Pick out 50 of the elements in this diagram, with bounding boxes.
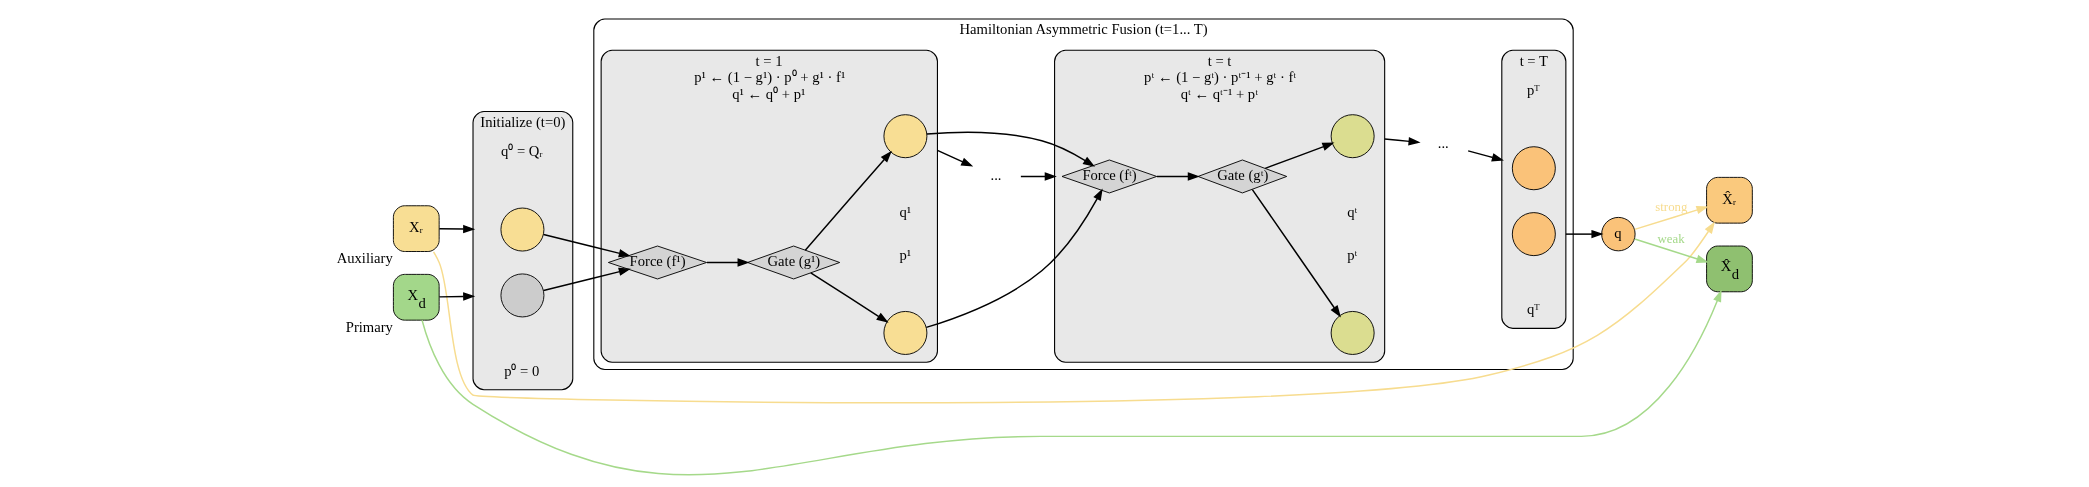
node-circle — [883, 311, 928, 355]
node-box: X̂ᵣ — [1706, 176, 1753, 224]
node-label: q¹ — [899, 203, 912, 220]
edge-label: strong — [1655, 200, 1688, 215]
node-label: Auxiliary — [336, 250, 393, 267]
arrow — [1565, 229, 1604, 239]
arrow — [1634, 238, 1709, 263]
arrow — [810, 272, 889, 323]
arrow — [1634, 206, 1709, 231]
arrow — [432, 221, 1715, 404]
node-diamond: Gate (gᵗ) — [1197, 159, 1288, 194]
node-circle — [1511, 146, 1556, 191]
node-text: ... — [1437, 134, 1449, 151]
node-circle — [883, 114, 928, 159]
arrow — [1020, 172, 1057, 181]
arrow — [804, 150, 892, 251]
node-diamond: Force (fᵗ) — [1061, 159, 1158, 194]
node-diamond: Gate (g¹) — [747, 245, 841, 280]
arrow — [1383, 137, 1421, 146]
node-label: qᵗ — [1347, 203, 1358, 220]
node-circle — [1330, 114, 1375, 159]
node-circle — [500, 207, 545, 252]
node-label: q⁰ = Qᵣ — [500, 143, 543, 160]
edge-label: weak — [1657, 232, 1685, 247]
arrow — [925, 188, 1103, 329]
arrow — [438, 292, 476, 301]
node-circle: q — [1601, 216, 1636, 252]
node-label: Primary — [345, 318, 393, 335]
arrow — [1467, 150, 1504, 162]
arrow — [542, 267, 631, 292]
node-label: p¹ — [899, 246, 912, 263]
arrow — [542, 233, 631, 258]
arrow — [1264, 142, 1335, 170]
node-label: pᵀ — [1526, 81, 1540, 98]
arrow — [1251, 188, 1341, 318]
node-text: ... — [990, 166, 1002, 183]
node-circle — [500, 273, 545, 318]
node-circle — [1330, 311, 1375, 355]
arrow — [926, 131, 1095, 167]
arrow — [706, 258, 750, 267]
arrow — [936, 149, 974, 167]
node-circle — [1511, 212, 1556, 257]
arrow — [421, 289, 1722, 476]
node-diamond: Force (f¹) — [607, 245, 708, 280]
node-label: qᵀ — [1526, 301, 1540, 318]
node-label: p⁰ = 0 — [504, 362, 540, 379]
node-label: pᵗ — [1347, 246, 1358, 263]
arrow — [1156, 172, 1200, 181]
node-box: Xᵣ — [392, 205, 440, 252]
arrow — [438, 224, 476, 234]
